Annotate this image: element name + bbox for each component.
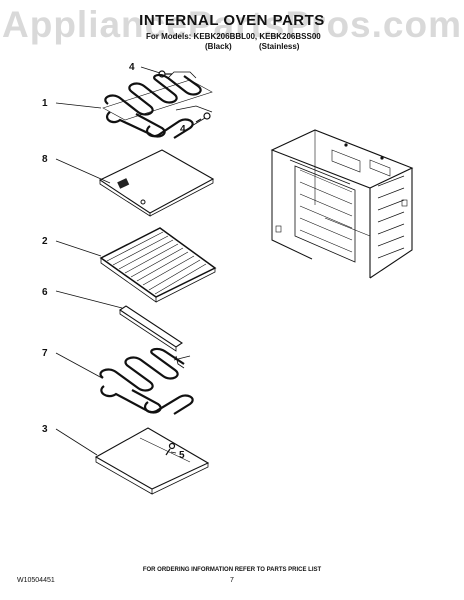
callout-7: 7 <box>42 348 48 359</box>
cover-panel-part <box>98 149 215 217</box>
callout-3: 3 <box>42 424 48 435</box>
models-line: For Models: KEBK206BBL00, KEBK206BSS00 <box>146 32 321 41</box>
callout-4-bottom: 4 <box>180 124 186 135</box>
element-shield-part <box>119 305 183 352</box>
finish-black-label: (Black) <box>205 42 232 51</box>
ordering-note: FOR ORDERING INFORMATION REFER TO PARTS … <box>142 567 322 573</box>
callout-8: 8 <box>42 154 48 165</box>
callout-4-top: 4 <box>129 62 135 73</box>
broil-element-part <box>102 71 213 139</box>
screw-part-4-bottom <box>195 112 211 123</box>
bake-element-part <box>99 347 194 415</box>
callout-1: 1 <box>42 98 48 109</box>
callout-2: 2 <box>42 236 48 247</box>
page-title: INTERNAL OVEN PARTS <box>139 12 325 29</box>
bottom-cover-part <box>94 427 210 495</box>
screw-part-4-top <box>158 70 172 78</box>
oven-cavity-view <box>270 129 414 279</box>
leader-lines <box>55 66 206 456</box>
screw-part-5 <box>165 442 176 456</box>
oven-rack-part <box>99 227 217 303</box>
document-number: W10504451 <box>17 577 55 584</box>
page-number: 7 <box>230 577 234 584</box>
watermark-text: AppliancePartsPros.com <box>2 4 462 45</box>
finish-stainless-label: (Stainless) <box>259 42 300 51</box>
callout-5: 5 <box>179 450 185 461</box>
callout-6: 6 <box>42 287 48 298</box>
